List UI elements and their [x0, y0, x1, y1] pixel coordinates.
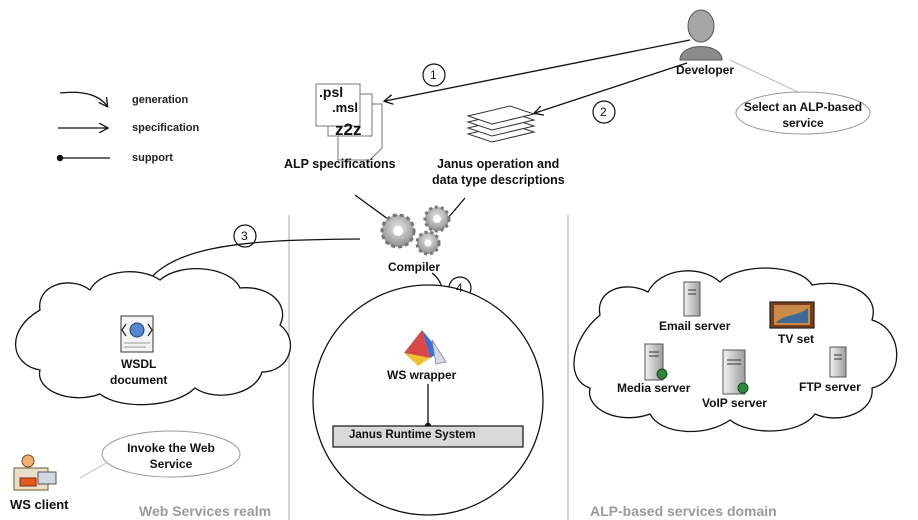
- janus-runtime-box: [332, 425, 524, 448]
- wsdl-label-1: WSDL: [121, 357, 157, 371]
- legend-support-dot: [56, 154, 64, 162]
- ws-client-label: WS client: [10, 497, 69, 512]
- email-server-icon: [683, 281, 701, 317]
- media-server-label: Media server: [617, 381, 691, 395]
- alp-spec-documents: [315, 83, 383, 161]
- ws-wrapper-icon: [404, 330, 447, 366]
- ftp-server-icon: [829, 346, 847, 378]
- step-3-label: 3: [241, 229, 248, 243]
- wsdl-document-icon: [120, 315, 154, 353]
- ftp-server-label: FTP server: [799, 380, 861, 394]
- doc-ext-psl: .psl: [319, 84, 344, 100]
- step-2-label: 2: [600, 105, 607, 119]
- developer-icon: [679, 9, 723, 61]
- connector-janus-to-compiler: [447, 197, 466, 219]
- invoke-ws-label: Invoke the Web Service: [127, 441, 215, 471]
- web-services-realm-label: Web Services realm: [139, 503, 272, 519]
- alp-specs-label: ALP specifications: [284, 157, 396, 171]
- connector-alp-to-compiler: [354, 194, 393, 223]
- developer-label: Developer: [676, 63, 735, 77]
- voip-server-label: VoIP server: [702, 396, 767, 410]
- select-service-label: Select an ALP-based service: [743, 100, 863, 130]
- tv-set-label: TV set: [778, 332, 815, 346]
- legend-generation-arrow: [59, 91, 107, 106]
- step-1-circle: [422, 63, 446, 87]
- janus-descriptions-icon: [466, 105, 536, 143]
- legend-support-label: support: [132, 152, 173, 164]
- wsdl-label-2: document: [110, 373, 168, 387]
- alp-domain-label: ALP-based services domain: [590, 503, 777, 519]
- janus-runtime-label: Janus Runtime System: [349, 429, 476, 441]
- legend-generation-label: generation: [132, 94, 189, 106]
- email-server-label: Email server: [659, 319, 731, 333]
- ws-wrapper-label: WS wrapper: [387, 368, 457, 382]
- arrow-developer-to-alp-specs: [385, 39, 691, 101]
- step-3-circle: [233, 224, 257, 248]
- step-1-label: 1: [430, 68, 437, 82]
- connector-client-note: [79, 461, 109, 479]
- doc-ext-zzz: z2z: [335, 120, 362, 139]
- invoke-ws-note: [101, 430, 241, 478]
- compiler-gears-icon: [380, 205, 451, 256]
- arrow-developer-to-janus-desc: [535, 62, 688, 113]
- voip-server-icon: [722, 349, 749, 395]
- compiler-label: Compiler: [388, 260, 441, 274]
- legend-specification-label: specification: [132, 122, 200, 134]
- step-2-circle: [592, 100, 616, 124]
- ws-client-icon: [13, 454, 57, 491]
- janus-desc-label-1: Janus operation and: [437, 157, 560, 171]
- doc-ext-msl: .msl: [332, 100, 359, 115]
- janus-desc-label-2: data type descriptions: [432, 173, 565, 187]
- step-4-label: 4: [456, 281, 463, 295]
- legend: [56, 91, 110, 162]
- media-server-icon: [644, 343, 668, 381]
- select-service-note: [735, 91, 871, 135]
- tv-set-icon: [769, 301, 815, 329]
